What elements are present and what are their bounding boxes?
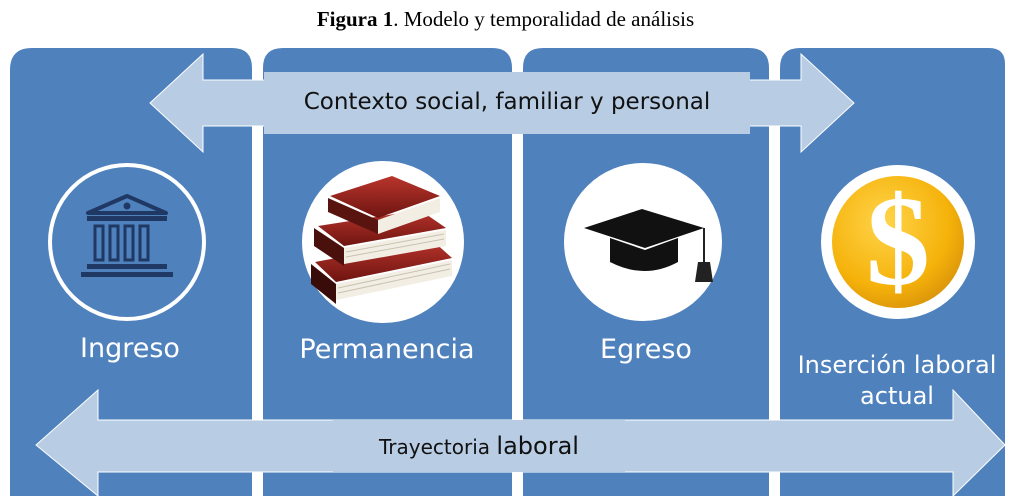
- stage-label-permanencia: Permanencia: [299, 334, 475, 365]
- top-arrow-label: Contexto social, familiar y personal: [303, 89, 711, 115]
- bottom-arrow-box: [333, 420, 625, 472]
- ingreso-circle: [48, 163, 206, 321]
- graduation-cap-icon: [584, 209, 713, 282]
- figure-caption: Figura 1. Modelo y temporalidad de análi…: [0, 2, 1011, 36]
- top-arrow-box: [264, 72, 750, 134]
- figure-title: . Modelo y temporalidad de análisis: [393, 7, 695, 31]
- figure-number: Figura 1: [316, 7, 394, 31]
- bottom-arrow-label-b: laboral: [496, 432, 579, 460]
- stage-label-insercion: Inserción laboral actual: [797, 351, 997, 410]
- bank-icon: [81, 194, 173, 277]
- bottom-arrow-label-a: Trayectoria: [379, 435, 497, 459]
- books-icon: [311, 176, 452, 304]
- dollar-sign-icon: $: [832, 170, 964, 312]
- bottom-arrow-label: Trayectoria laboral: [333, 430, 625, 464]
- stage-label-egreso: Egreso: [600, 334, 692, 365]
- svg-text:$: $: [866, 170, 930, 312]
- stage-label-ingreso: Ingreso: [80, 333, 180, 364]
